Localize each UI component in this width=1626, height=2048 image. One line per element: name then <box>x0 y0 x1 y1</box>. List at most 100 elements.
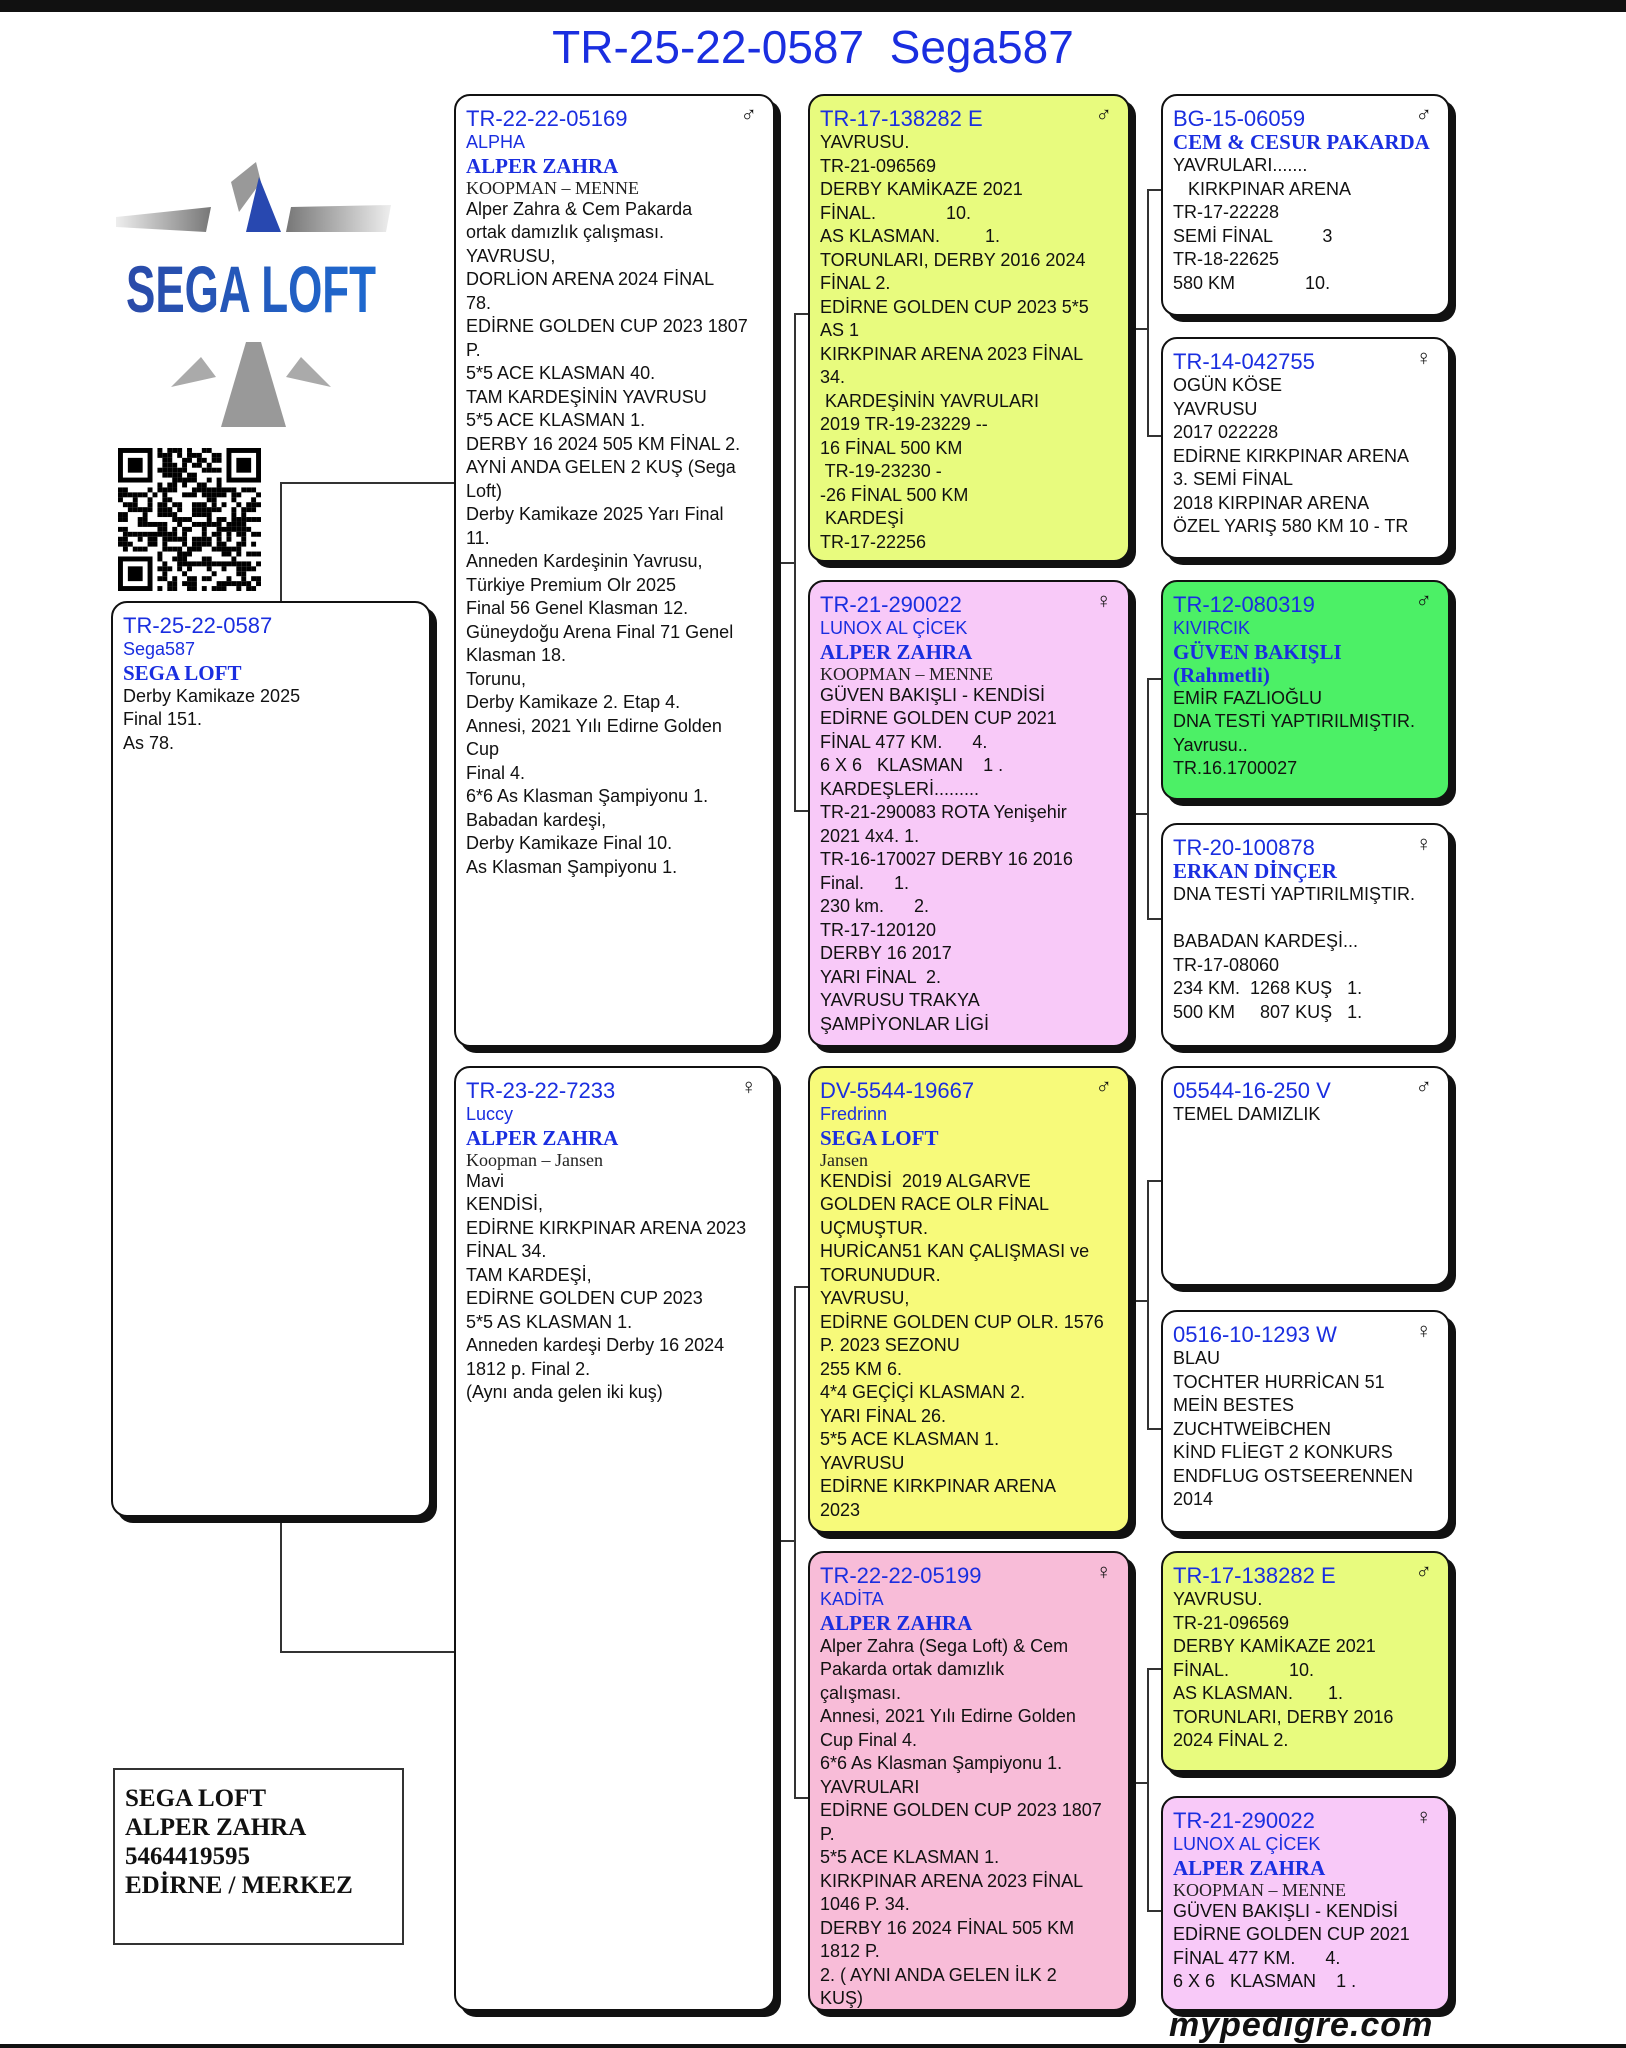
info-line: EDİRNE KIRKPINAR ARENA <box>820 1476 1057 1496</box>
ring-number: 05544-16-250 V <box>1173 1078 1331 1103</box>
contact-loft: SEGA LOFT <box>125 1785 267 1812</box>
sega-loft-logo: SEGA LOFT <box>116 162 391 427</box>
info-line: Yavrusu.. <box>1173 734 1248 755</box>
info-line: EDİRNE GOLDEN CUP OLR. 1576 <box>820 1311 1104 1332</box>
info-line: Mavi <box>466 1170 505 1191</box>
info-line: Cup <box>466 739 500 759</box>
info-line: YAVRUSU <box>820 1452 905 1473</box>
info-line: ENDFLUG OSTSEERENNEN <box>1173 1465 1414 1486</box>
info-line: P. <box>466 339 481 360</box>
owner: ALPER ZAHRA <box>1173 1855 1326 1880</box>
page-title: TR-25-22-0587 Sega587 <box>552 21 1074 73</box>
info-line: GÜVEN BAKIŞLI - KENDİSİ <box>1173 1900 1399 1921</box>
info-line: OGÜN KÖSE <box>1173 375 1283 395</box>
info-line: TEMEL DAMIZLIK <box>1173 1104 1321 1124</box>
bird-name: KIVIRCIK <box>1173 618 1251 638</box>
info-line: 2018 KIRPINAR ARENA <box>1173 492 1370 513</box>
ring-number: TR-12-080319 <box>1173 592 1315 617</box>
owner: ALPER ZAHRA <box>466 1125 619 1150</box>
info-line: KARDEŞİNİN YAVRULARI <box>820 390 1040 411</box>
female-icon: ♀ <box>1095 1559 1113 1584</box>
info-line: Anneden kardeşi Derby 16 2024 <box>466 1335 725 1355</box>
info-line: KIRKPINAR ARENA <box>1173 178 1352 199</box>
connector-line <box>1147 1910 1161 1912</box>
owner: GÜVEN BAKIŞLI <box>1173 639 1342 664</box>
info-line: TR.16.1700027 <box>1173 758 1298 778</box>
info-line: Güneydoğu Arena Final 71 Genel <box>466 621 734 642</box>
connector-line <box>1130 813 1147 815</box>
info-line: As 78. <box>123 732 175 753</box>
info-line: TR-21-096569 <box>1173 1612 1290 1633</box>
info-line: Cup Final 4. <box>820 1729 918 1750</box>
ring-number: TR-17-138282 E <box>820 106 983 131</box>
connector-line <box>775 1540 794 1542</box>
info-line: Alper Zahra (Sega Loft) & Cem <box>820 1635 1069 1656</box>
bird-name: ALPHA <box>466 132 526 152</box>
connector-line <box>1147 918 1161 920</box>
info-line: EDİRNE GOLDEN CUP 2021 <box>820 708 1057 728</box>
female-icon: ♀ <box>1415 1804 1433 1829</box>
info-line: 4*4 GEÇİÇİ KLASMAN 2. <box>820 1382 1026 1402</box>
subject-bird-card[interactable]: TR-25-22-0587 Sega587 SEGA LOFT Derby Ka… <box>111 601 431 1517</box>
info-line: AYNİ ANDA GELEN 2 KUŞ (Sega <box>466 457 736 477</box>
connector-line <box>794 1286 796 1797</box>
info-line: DNA TESTİ YAPTIRILMIŞTIR. <box>1173 884 1416 904</box>
owner: ALPER ZAHRA <box>820 1610 973 1635</box>
info-line: 255 KM 6. <box>820 1358 903 1379</box>
info-line: YAVRUSU <box>1173 398 1258 419</box>
contact-phone: 5464419595 <box>125 1843 250 1870</box>
owner: SEGA LOFT <box>123 660 242 685</box>
info-line: Annesi, 2021 Yılı Edirne Golden <box>466 715 722 736</box>
info-line: TR-21-096569 <box>820 155 937 176</box>
info-line: 5*5 AS KLASMAN 1. <box>466 1311 633 1332</box>
info-line: TR-17-120120 <box>820 919 937 940</box>
ring-number: 0516-10-1293 W <box>1173 1322 1337 1347</box>
ring-number: TR-21-290022 <box>820 592 962 617</box>
ring-number: DV-5544-19667 <box>820 1078 975 1103</box>
info-line: 16 FİNAL 500 KM <box>820 437 963 458</box>
contact-owner: ALPER ZAHRA <box>125 1814 307 1841</box>
connector-line <box>1147 189 1149 435</box>
ring-number: TR-17-138282 E <box>1173 1563 1336 1588</box>
info-line: 5*5 ACE KLASMAN 1. <box>466 410 646 430</box>
ring-number: TR-22-22-05169 <box>466 106 628 131</box>
info-line: 2019 TR-19-23229 -- <box>820 414 988 434</box>
bird-name: KADİTA <box>820 1589 884 1609</box>
info-line: 5*5 ACE KLASMAN 1. <box>820 1429 1000 1449</box>
owner-note: (Rahmetli) <box>1173 662 1270 687</box>
info-line: DNA TESTİ YAPTIRILMIŞTIR. <box>1173 711 1416 731</box>
info-line: YAVRUSU. <box>820 132 910 152</box>
info-line: KIRKPINAR ARENA 2023 FİNAL <box>820 1870 1084 1891</box>
info-line: EDİRNE GOLDEN CUP 2023 1807 <box>466 316 748 336</box>
info-line: P. 2023 SEZONU <box>820 1335 960 1355</box>
info-line: EDİRNE GOLDEN CUP 2023 5*5 <box>820 296 1089 317</box>
info-line: 6 X 6 KLASMAN 1 . <box>820 755 1004 775</box>
info-line: -26 FİNAL 500 KM <box>820 484 969 505</box>
info-line: YAVRUSU, <box>466 245 556 266</box>
info-line: FİNAL. 10. <box>1173 1659 1315 1680</box>
female-icon: ♀ <box>1415 1318 1433 1343</box>
contact-location: EDİRNE / MERKEZ <box>125 1872 353 1899</box>
ring-number: TR-22-22-05199 <box>820 1563 982 1588</box>
female-icon: ♀ <box>1095 588 1113 613</box>
info-line: 2021 4x4. 1. <box>820 825 920 846</box>
info-line: FİNAL 477 KM. 4. <box>820 731 988 752</box>
info-line: 230 km. 2. <box>820 896 930 916</box>
female-icon: ♀ <box>1415 345 1433 370</box>
info-line: Pakarda ortak damızlık <box>820 1659 1005 1679</box>
info-line: ZUCHTWEİBCHEN <box>1173 1418 1331 1439</box>
